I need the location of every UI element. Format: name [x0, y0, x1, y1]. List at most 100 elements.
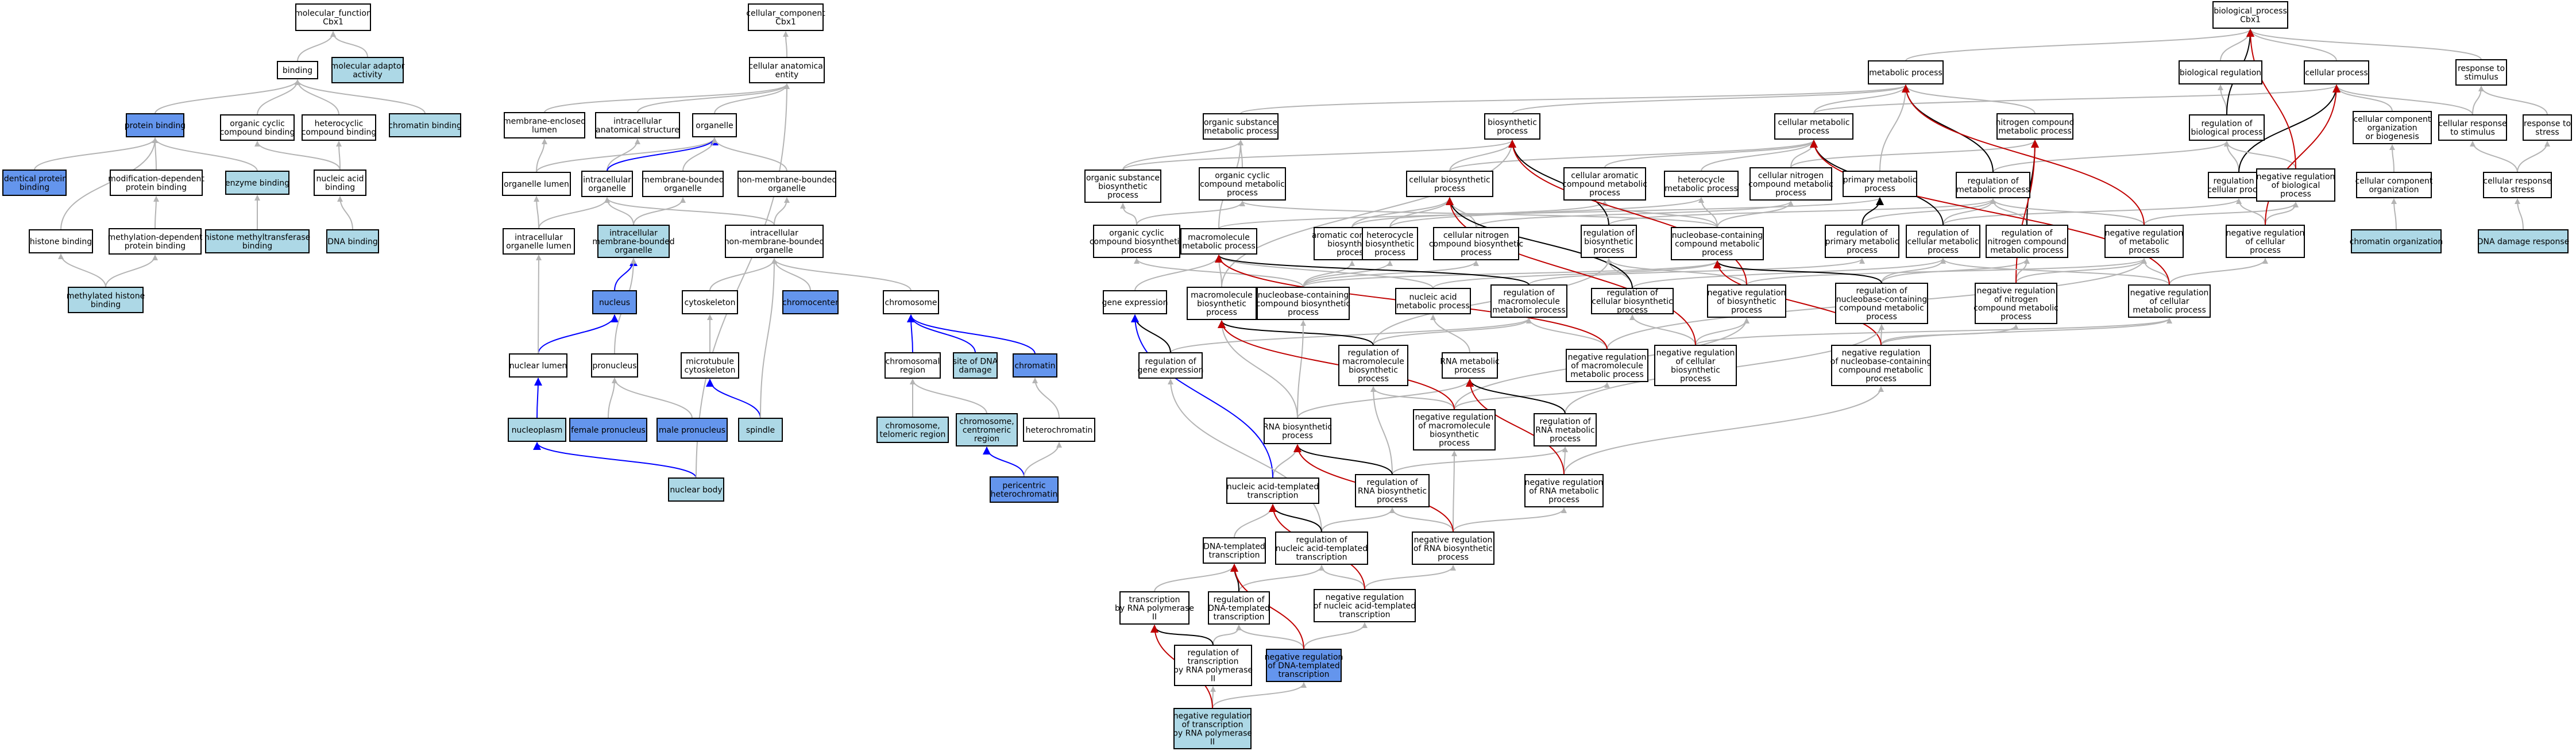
go-term-node[interactable]: organelle [692, 113, 737, 137]
go-term-node[interactable]: protein binding [125, 113, 186, 137]
go-term-node[interactable]: organelle lumen [502, 172, 571, 196]
go-term-node[interactable]: chromocenter [782, 290, 839, 314]
go-term-node[interactable]: female pronucleus [569, 418, 647, 442]
go-term-node[interactable]: enzyme binding [225, 171, 289, 195]
go-term-node[interactable]: chromosome,telomeric region [876, 417, 949, 443]
go-term-node[interactable]: chromosome [883, 290, 939, 314]
go-term-node[interactable]: regulation ofmacromoleculebiosyntheticpr… [1338, 345, 1408, 386]
go-term-node[interactable]: DNA binding [326, 229, 379, 253]
go-term-node[interactable]: nuclear lumen [509, 353, 567, 378]
go-term-node[interactable]: intracellularnon-membrane-boundedorganel… [724, 225, 825, 258]
go-term-node[interactable]: DNA damage response [2477, 229, 2570, 253]
go-term-node[interactable]: chromatin organization [2350, 229, 2443, 253]
go-term-node[interactable]: histone binding [29, 229, 93, 253]
go-term-node[interactable]: gene expression [1102, 290, 1168, 314]
go-term-node[interactable]: spindle [738, 418, 783, 442]
go-term-node[interactable]: metabolic process [1868, 60, 1944, 84]
go-term-node[interactable]: cytoskeleton [682, 290, 738, 314]
go-term-node[interactable]: pronucleus [591, 353, 638, 378]
go-term-node[interactable]: chromatin [1013, 353, 1057, 378]
go-term-node[interactable]: binding [277, 61, 318, 79]
go-term-node[interactable]: regulation ofnucleobase-containingcompou… [1835, 283, 1928, 324]
go-term-node[interactable]: cellular process [2304, 60, 2369, 84]
